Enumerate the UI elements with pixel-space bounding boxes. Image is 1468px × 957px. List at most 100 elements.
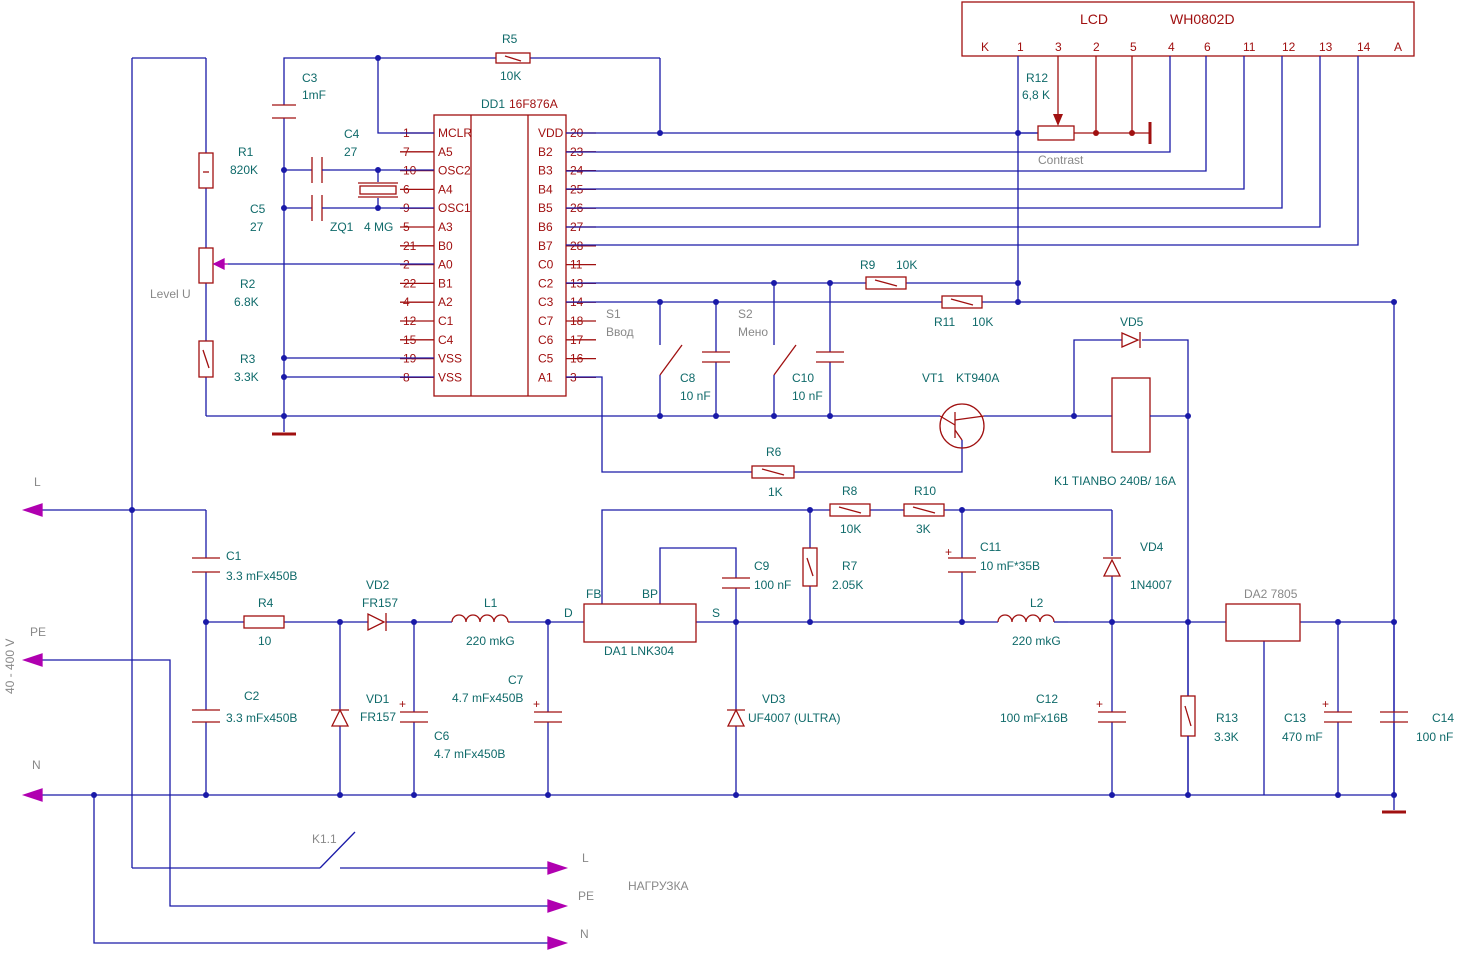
mcu-left-pin-name: OSC1 xyxy=(438,201,471,215)
value-r6: 1K xyxy=(768,485,783,499)
value-vd2: FR157 xyxy=(362,596,398,610)
junction-dot xyxy=(203,792,209,798)
mcu-left-pin-name: B1 xyxy=(438,276,453,290)
label-r6: R6 xyxy=(766,445,782,459)
label-l-in: L xyxy=(34,475,41,489)
junction-dot xyxy=(1015,299,1021,305)
label-c1: C1 xyxy=(226,549,242,563)
label-l-out: L xyxy=(582,851,589,865)
mcu-right-pin-name: B5 xyxy=(538,201,553,215)
junction-dot xyxy=(827,413,833,419)
label-n-out: N xyxy=(580,927,589,941)
lcd-pin-label: 13 xyxy=(1319,40,1333,54)
junction-dot xyxy=(733,792,739,798)
label-r12: R12 xyxy=(1026,71,1048,85)
value-c11: 10 mF*35B xyxy=(980,559,1040,573)
label-r13: R13 xyxy=(1216,711,1238,725)
lcd-pin-label: 6 xyxy=(1204,40,1211,54)
junction-dot xyxy=(807,507,813,513)
label-pe-out: PE xyxy=(578,889,594,903)
junction-dot xyxy=(375,167,381,173)
lcd-model: WH0802D xyxy=(1170,11,1235,27)
label-r5: R5 xyxy=(502,32,518,46)
value-r12: 6,8 K xyxy=(1022,88,1050,102)
label-r1: R1 xyxy=(238,145,254,159)
junction-dots xyxy=(91,55,1397,798)
junction-dot xyxy=(771,413,777,419)
lcd-pin-label: 3 xyxy=(1055,40,1062,54)
label-c11: C11 xyxy=(980,540,1001,554)
value-r11: 10K xyxy=(972,315,993,329)
value-c8: 10 nF xyxy=(680,389,711,403)
value-r4: 10 xyxy=(258,634,272,648)
value-c2: 3.3 mFx450B xyxy=(226,711,297,725)
label-c10: C10 xyxy=(792,371,814,385)
label-c7: C7 xyxy=(508,673,524,687)
label-c3: C3 xyxy=(302,71,318,85)
mcu-left-pin-name: MCLR xyxy=(438,126,472,140)
mcu-left-pin-name: A4 xyxy=(438,182,453,196)
mcu-left-pin-name: A0 xyxy=(438,258,453,272)
label-r3: R3 xyxy=(240,352,256,366)
label-c14: C14 xyxy=(1432,711,1454,725)
mcu-right-pin-name: C2 xyxy=(538,276,554,290)
label-level-u: Level U xyxy=(150,287,191,301)
junction-dot xyxy=(545,792,551,798)
value-c6: 4.7 mFx450B xyxy=(434,747,505,761)
mcu-right-pin-name: C6 xyxy=(538,333,554,347)
mcu-left-pin-name: A5 xyxy=(438,145,453,159)
label-vd3: VD3 xyxy=(762,692,786,706)
label-l2: L2 xyxy=(1030,596,1044,610)
lcd-pin-label: A xyxy=(1394,40,1402,54)
value-c13: 470 mF xyxy=(1282,730,1323,744)
mcu-right-pin-name: B2 xyxy=(538,145,553,159)
junction-dot xyxy=(1093,130,1099,136)
junction-dot xyxy=(1109,619,1115,625)
mcu-right-pin-name: C5 xyxy=(538,352,554,366)
label-n-in: N xyxy=(32,758,41,772)
lcd-pin-label: 5 xyxy=(1130,40,1137,54)
mcu-left-pin-name: VSS xyxy=(438,370,462,384)
lcd-title: LCD xyxy=(1080,11,1108,27)
label-c2: C2 xyxy=(244,689,260,703)
value-c1: 3.3 mFx450B xyxy=(226,569,297,583)
junction-dot xyxy=(281,205,287,211)
junction-dot xyxy=(203,619,209,625)
junction-dot xyxy=(1185,413,1191,419)
junction-dot xyxy=(281,355,287,361)
value-r13: 3.3K xyxy=(1214,730,1239,744)
lcd-pin-label: 4 xyxy=(1168,40,1175,54)
label-c13: C13 xyxy=(1284,711,1306,725)
junction-dot xyxy=(129,507,135,513)
value-s2: Мено xyxy=(738,325,768,339)
junction-dot xyxy=(657,130,663,136)
label-s2: S2 xyxy=(738,307,753,321)
junction-dot xyxy=(337,792,343,798)
mcu-right-pin-name: C7 xyxy=(538,314,554,328)
mcu-wiring xyxy=(205,56,1395,795)
mcu-left-pin-name: VSS xyxy=(438,352,462,366)
label-pe-in: PE xyxy=(30,625,46,639)
lcd-pin-label: K xyxy=(981,40,989,54)
value-r3: 3.3K xyxy=(234,370,259,384)
junction-dot xyxy=(91,792,97,798)
junction-dot xyxy=(1109,792,1115,798)
value-r7: 2.05K xyxy=(832,578,863,592)
junction-dot xyxy=(375,55,381,61)
components-top xyxy=(198,52,1188,479)
label-vt1: VT1 xyxy=(922,371,944,385)
value-s1: Ввод xyxy=(606,325,634,339)
label-vd5: VD5 xyxy=(1120,315,1144,329)
junction-dot xyxy=(1391,299,1397,305)
junction-dot xyxy=(713,413,719,419)
junction-dot xyxy=(827,280,833,286)
junction-dot xyxy=(411,792,417,798)
value-r8: 10K xyxy=(840,522,861,536)
label-c8: C8 xyxy=(680,371,696,385)
mcu-part: 16F876A xyxy=(509,97,558,111)
value-l1: 220 mkG xyxy=(466,634,515,648)
lcd-pin-label: 12 xyxy=(1282,40,1296,54)
label-r10: R10 xyxy=(914,484,936,498)
